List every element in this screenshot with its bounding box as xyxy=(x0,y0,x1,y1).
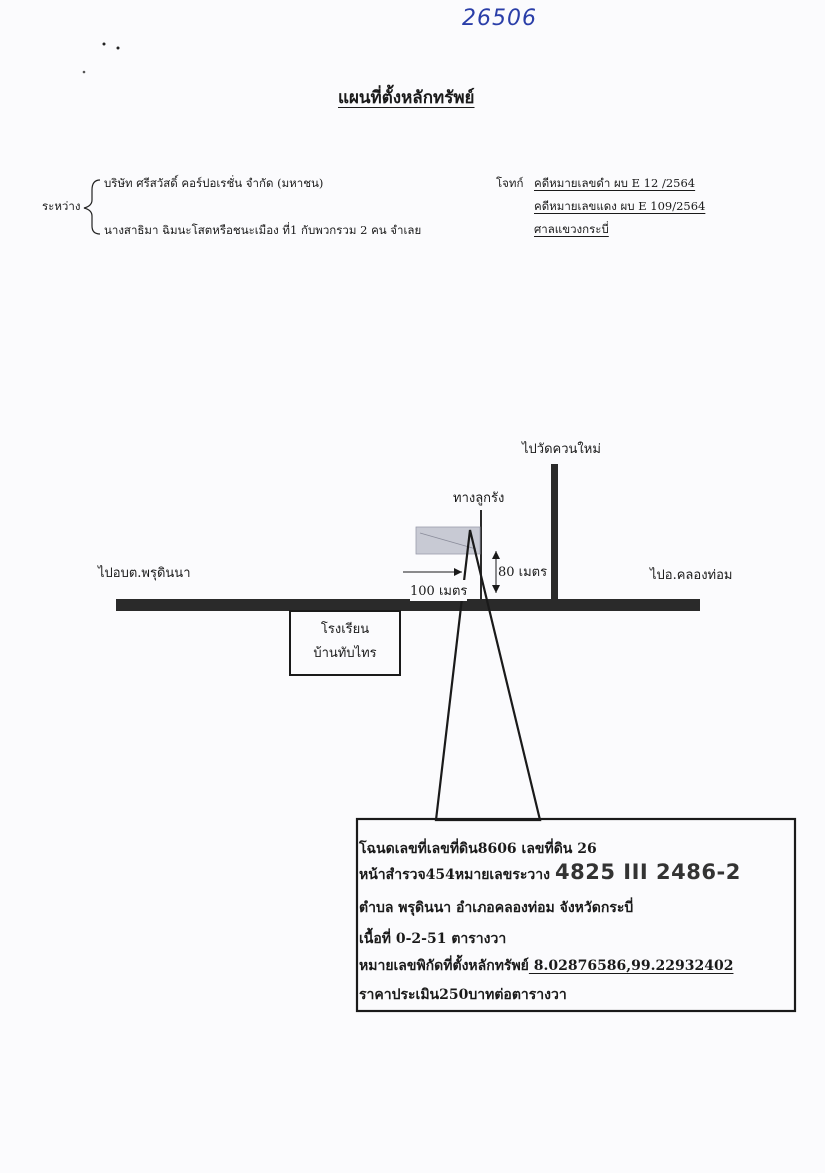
west-direction-label: ไปอบต.พรุดินนา xyxy=(98,566,191,581)
school-label-line2: บ้านทับไทร xyxy=(313,646,377,661)
survey-line: หน้าสำรวจ454หมายเลขระวาง 4825 III 2486-2 xyxy=(359,860,741,886)
school-label: โรงเรียน บ้านทับไทร xyxy=(290,618,400,666)
school-label-line1: โรงเรียน xyxy=(320,622,370,637)
school-box xyxy=(289,610,401,676)
defendant-name: นางสาธิมา ฉิมนะโสตหรือชนะเมือง ที่1 กับพ… xyxy=(104,223,422,237)
black-case-number: คดีหมายเลขดำ ผบ E 12 /2564 xyxy=(534,176,696,190)
coordinates-value: 8.02876586,99.22932402 xyxy=(528,958,734,974)
title-deed-line: โฉนดเลขที่เลขที่ดิน8606 เลขที่ดิน 26 xyxy=(359,841,597,857)
laterite-path-label: ทางลูกรัง xyxy=(453,491,505,506)
plaintiff-label: โจทก์ xyxy=(496,176,524,190)
plaintiff-name: บริษัท ศรีสวัสดิ์ คอร์ปอเรชั่น จำกัด (มห… xyxy=(104,176,324,190)
main-road xyxy=(116,599,700,611)
horizontal-distance-label: 100 เมตร xyxy=(410,580,468,601)
parcel-map-number: 4825 III 2486-2 xyxy=(555,860,741,884)
brace xyxy=(83,179,101,235)
between-label: ระหว่าง xyxy=(42,199,81,213)
info-box xyxy=(355,817,797,1013)
coordinates-line: หมายเลขพิกัดที่ตั้งหลักทรัพย์ 8.02876586… xyxy=(359,955,733,977)
north-road xyxy=(551,464,558,601)
location-line: ตำบล พรุดินนา อำเภอคลองท่อม จังหวัดกระบี… xyxy=(359,900,634,916)
court-name: ศาลแขวงกระบี่ xyxy=(534,222,609,236)
coordinates-label: หมายเลขพิกัดที่ตั้งหลักทรัพย์ xyxy=(359,958,529,974)
page-title: แผนที่ตั้งหลักทรัพย์ xyxy=(338,88,475,108)
appraisal-line: ราคาประเมิน250บาทต่อตารางวา xyxy=(359,987,567,1003)
east-direction-label: ไปอ.คลองท่อม xyxy=(650,568,733,583)
north-road-label: ไปวัดควนใหม่ xyxy=(522,442,601,457)
survey-page-text: หน้าสำรวจ454หมายเลขระวาง xyxy=(359,867,550,883)
handwritten-document-number: 26506 xyxy=(462,6,537,31)
area-line: เนื้อที่ 0-2-51 ตารางวา xyxy=(359,931,507,947)
vertical-distance-label: 80 เมตร xyxy=(498,565,548,580)
red-case-number: คดีหมายเลขแดง ผบ E 109/2564 xyxy=(534,199,706,213)
